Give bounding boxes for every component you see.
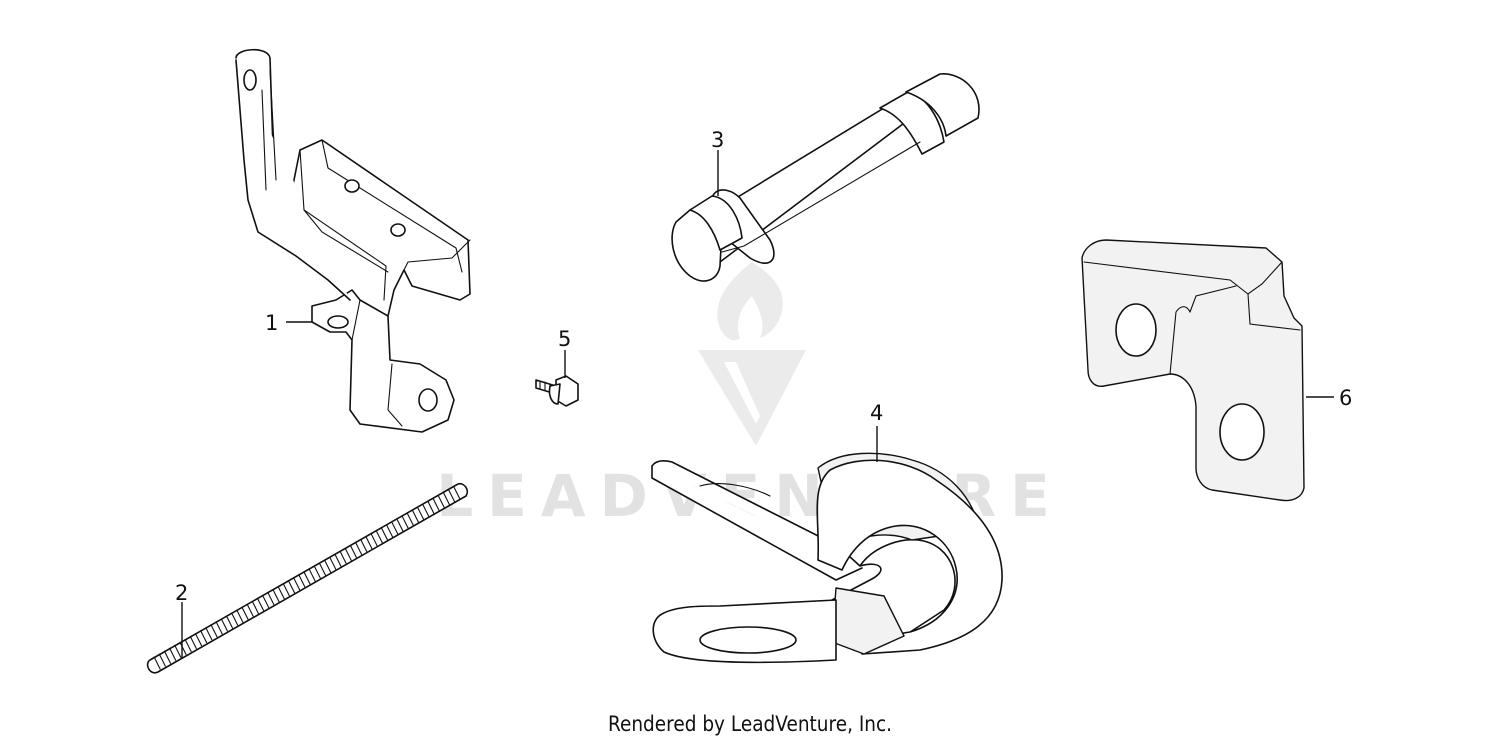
part-1-bracket[interactable]: 1 xyxy=(235,48,471,433)
callout-1: 1 xyxy=(265,311,278,335)
flame-watermark-icon xyxy=(717,262,783,341)
callout-6: 6 xyxy=(1339,386,1352,410)
rendered-by-footer: Rendered by LeadVenture, Inc. xyxy=(607,712,893,736)
callout-3: 3 xyxy=(711,128,724,152)
leadventure-watermark: LEADVENTURE xyxy=(436,262,1050,530)
rod-thread-marks xyxy=(153,486,461,670)
callout-5: 5 xyxy=(558,327,571,351)
part-6-plate[interactable]: 6 xyxy=(1081,239,1352,502)
callout-4: 4 xyxy=(870,401,883,425)
part-3-pin[interactable]: 3 xyxy=(671,73,980,282)
part-5-bolt[interactable]: 5 xyxy=(535,327,579,407)
part-2-threaded-rod[interactable]: 2 xyxy=(146,482,469,674)
part-4-p-clamp[interactable]: 4 xyxy=(651,401,1003,664)
v-watermark-icon xyxy=(698,350,806,446)
callout-2: 2 xyxy=(175,581,188,605)
